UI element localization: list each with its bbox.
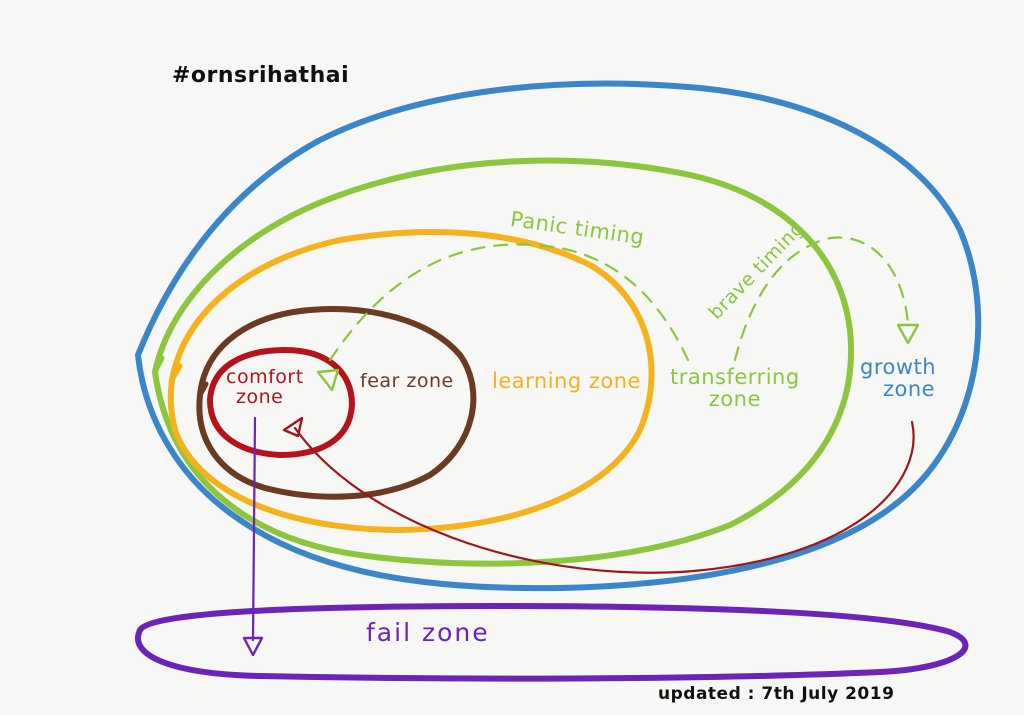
- learning-zone-ring: [167, 229, 655, 533]
- panic-timing-arrow: [328, 243, 690, 362]
- panic-timing-arrowhead: [316, 368, 340, 392]
- fail-zone-ring: [135, 603, 969, 682]
- transferring-zone-ring: [152, 157, 854, 567]
- growth-zone-label-line1: growth: [860, 355, 937, 379]
- fail-arrowhead: [242, 636, 264, 657]
- fear-ring-tail: [197, 381, 209, 398]
- transferring-zone-label-line2: zone: [708, 387, 761, 412]
- learning-ring-tail: [169, 363, 183, 383]
- comfort-zone-label: comfort zone: [226, 366, 304, 408]
- comfort-zone-label-line1: comfort: [226, 366, 304, 388]
- transferring-zone-label: transferring zone: [670, 366, 800, 410]
- transferring-zone-label-line1: transferring: [670, 365, 800, 389]
- transferring-ring-tail: [152, 355, 165, 375]
- updated-date-label: updated : 7th July 2019: [658, 684, 895, 704]
- learning-zone-label: learning zone: [492, 369, 641, 393]
- fear-zone-label: fear zone: [360, 370, 454, 392]
- growth-zone-label: growth zone: [860, 356, 936, 400]
- return-arrow: [293, 420, 915, 574]
- hashtag-label: #ornsrihathai: [172, 63, 350, 88]
- brave-timing-arrowhead: [896, 323, 920, 345]
- fear-zone-ring: [196, 306, 477, 500]
- growth-zone-ring: [135, 80, 982, 592]
- growth-zone-label-line2: zone: [882, 377, 936, 402]
- fail-zone-label: fail zone: [366, 618, 490, 647]
- comfort-zone-label-line2: zone: [236, 385, 284, 408]
- return-arrowhead: [282, 416, 304, 438]
- comfort-zone-ring: [207, 347, 355, 458]
- fail-arrow: [251, 416, 257, 642]
- brave-timing-arrow: [733, 236, 910, 362]
